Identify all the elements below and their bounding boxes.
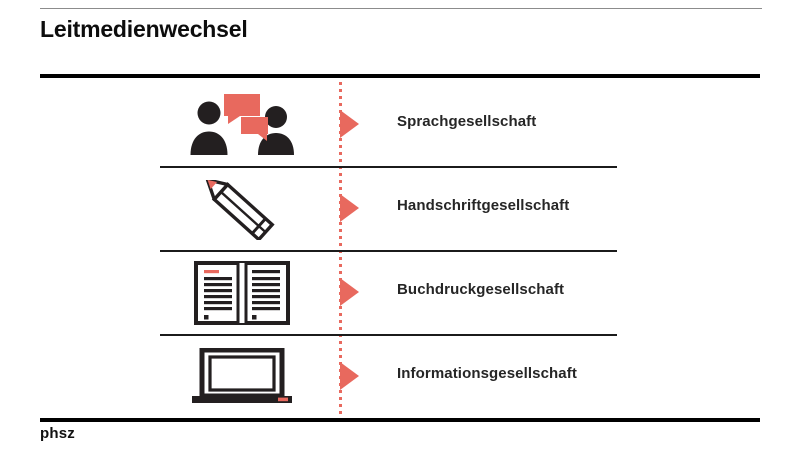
icon-cell	[180, 340, 310, 412]
footer-logo-text: phsz	[40, 425, 75, 442]
diagram-row: Sprachgesellschaft	[0, 82, 800, 166]
row-separator	[160, 334, 617, 336]
open-book-icon	[194, 261, 290, 325]
laptop-icon	[192, 348, 292, 403]
header-thick-rule	[40, 74, 760, 78]
diagram-row: Buchdruckgesellschaft	[0, 250, 800, 334]
icon-cell	[180, 172, 310, 244]
arrow-right-icon	[340, 194, 359, 222]
arrow-right-icon	[340, 362, 359, 390]
diagram-row: Handschriftgesellschaft	[0, 166, 800, 250]
arrow-right-icon	[340, 278, 359, 306]
row-separator	[160, 250, 617, 252]
diagram-row-label: Informationsgesellschaft	[397, 365, 577, 382]
icon-cell	[180, 88, 310, 160]
footer-rule	[40, 418, 760, 422]
page-title: Leitmedienwechsel	[40, 16, 248, 42]
pencil-icon	[205, 180, 275, 240]
diagram-row-label: Sprachgesellschaft	[397, 113, 537, 130]
diagram-row: Informationsgesellschaft	[0, 334, 800, 418]
row-separator	[160, 166, 617, 168]
header-hairline-rule	[40, 8, 762, 9]
leitmedienwechsel-diagram: Sprachgesellschaft Hands	[0, 82, 800, 420]
arrow-right-icon	[340, 110, 359, 138]
icon-cell	[180, 256, 310, 328]
speech-bubbles-people-icon	[190, 94, 294, 155]
diagram-row-label: Buchdruckgesellschaft	[397, 281, 565, 298]
diagram-row-label: Handschriftgesellschaft	[397, 197, 570, 214]
